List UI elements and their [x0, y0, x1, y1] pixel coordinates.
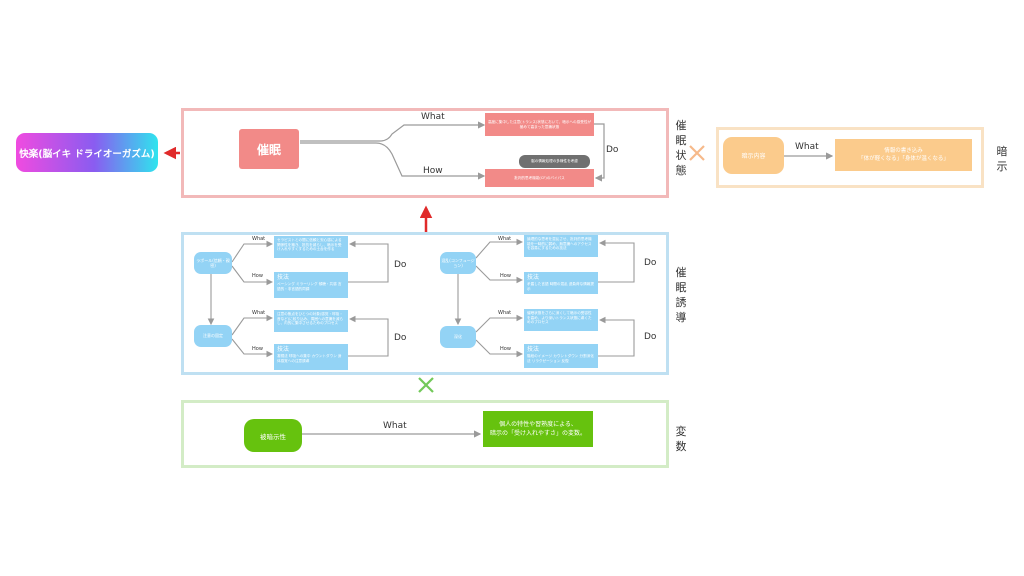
suggestion-node: 暗示内容 [723, 137, 784, 174]
suggestion-box: 情報の書き込み 「体が軽くなる」「身体が温くなる」 [835, 139, 972, 171]
rapport-do-label: Do [394, 260, 407, 270]
induction-node-deepening: 深化 [440, 326, 476, 348]
deepening-what-box: 催眠状態をさらに深くして暗示の受容性を高め、より深いトランス状態に導くためのプロ… [524, 309, 598, 331]
suggestion-side-label: 暗示 [996, 145, 1008, 173]
hypnosis-how-box: 批判的思考機能(CF)のバイパス [485, 169, 594, 187]
rapport-how-label: How [252, 273, 263, 279]
deepening-how-title: 技法 [527, 346, 540, 353]
hypnosis-node-label: 催眠 [256, 142, 281, 157]
fixation-how-label: How [252, 346, 263, 352]
rapport-how-title: 技法 [277, 274, 290, 281]
confusion-what-box: 論理的な思考を混乱させ、批判的思考機能を一時的に弱め、無意識へのアクセスを容易に… [524, 235, 598, 257]
induction-node-confusion: 混乱(コンフュージョン) [440, 252, 476, 274]
variable-node-label: 被暗示性 [260, 432, 286, 441]
confusion-do-label: Do [644, 258, 657, 268]
induction-node-rapport-label: ラポール(信頼・親密) [196, 257, 230, 269]
hypnosis-how-label: How [423, 166, 443, 176]
hypnosis-frame [181, 108, 669, 198]
induction-node-rapport: ラポール(信頼・親密) [194, 252, 232, 274]
fixation-how-title: 技法 [277, 346, 290, 353]
suggestion-node-label: 暗示内容 [741, 153, 766, 160]
confusion-how-label: How [500, 273, 511, 279]
deepening-what-label: What [498, 310, 512, 316]
deepening-how-label: How [500, 346, 511, 352]
variable-box-line2: 暗示の「受け入れやすさ」の変数。 [489, 430, 586, 437]
induction-connectors [207, 238, 635, 358]
variable-box: 個人の特性や習熟度による、 暗示の「受け入れやすさ」の変数。 [483, 411, 593, 447]
deepening-how-text: 階段のイメージ カウントダウン 分割深化法 リラクゼーション 反復 [527, 354, 594, 363]
fixation-do-label: Do [394, 333, 407, 343]
red-arrows [163, 146, 433, 234]
hypnosis-connectors [300, 121, 605, 182]
cross-green-icon [418, 377, 434, 393]
variable-node: 被暗示性 [244, 419, 302, 452]
rapport-how-text: ペーシング ミラーリング 傾聴・共感 言語的・非言語的同調 [277, 282, 342, 291]
hypnosis-what-label: What [421, 112, 445, 122]
variable-box-line1: 個人の特性や習熟度による、 [499, 421, 577, 428]
hypnosis-gray-box: 脳の情報処理の多様性を考慮 [519, 155, 590, 168]
suggestion-what-label: What [795, 142, 819, 152]
rapport-how-box: 技法 ペーシング ミラーリング 傾聴・共感 言語的・非言語的同調 [274, 272, 348, 298]
cross-orange-icon [689, 145, 705, 161]
induction-side-label: 催眠誘導 [675, 266, 687, 324]
hypnosis-do-label: Do [606, 145, 619, 155]
fixation-how-box: 技法 凝視法 呼吸への集中 カウントダウン 身体感覚への注意誘導 [274, 344, 348, 370]
variable-side-label: 変数 [675, 425, 687, 453]
induction-node-confusion-label: 混乱(コンフュージョン) [441, 257, 475, 269]
induction-node-fixation-label: 注意の固定 [203, 333, 223, 339]
pleasure-label: 快楽(脳イキ ドライオーガズム) [19, 148, 155, 160]
fixation-how-text: 凝視法 呼吸への集中 カウントダウン 身体感覚への注意誘導 [277, 354, 342, 363]
confusion-how-box: 技法 矛盾した言語 時間の混乱 過負荷な情報提示 [524, 272, 598, 294]
confusion-how-text: 矛盾した言語 時間の混乱 過負荷な情報提示 [527, 282, 594, 291]
rapport-what-box: セラピストとの間に信頼と安心感による関係性を築き、抵抗を減らし、暗示を受け入れや… [274, 236, 348, 258]
variable-frame [181, 400, 669, 468]
hypnosis-side-label: 催眠状態 [675, 119, 687, 177]
hypnosis-what-box: 高度に集中した注意(トランス)状態において、暗示への感受性が極めて高まった意識状… [485, 113, 594, 136]
deepening-do-label: Do [644, 332, 657, 342]
confusion-how-title: 技法 [527, 274, 540, 281]
hypnosis-node: 催眠 [239, 129, 299, 169]
confusion-what-label: What [498, 236, 512, 242]
induction-node-deepening-label: 深化 [454, 334, 462, 340]
fixation-what-box: 注意の焦点をひとつの対象(感覚・呼吸・音など)に絞り込み、周囲への意識を減らし、… [274, 310, 348, 332]
induction-frame [181, 232, 669, 375]
variable-what-label: What [383, 421, 407, 431]
rapport-what-label: What [252, 236, 266, 242]
pleasure-node: 快楽(脳イキ ドライオーガズム) [16, 133, 158, 172]
fixation-what-label: What [252, 310, 266, 316]
suggestion-box-line2: 「体が軽くなる」「身体が温くなる」 [858, 156, 949, 162]
suggestion-box-line1: 情報の書き込み [884, 148, 923, 154]
suggestion-frame [716, 127, 984, 188]
deepening-how-box: 技法 階段のイメージ カウントダウン 分割深化法 リラクゼーション 反復 [524, 344, 598, 368]
induction-node-fixation: 注意の固定 [194, 325, 232, 347]
